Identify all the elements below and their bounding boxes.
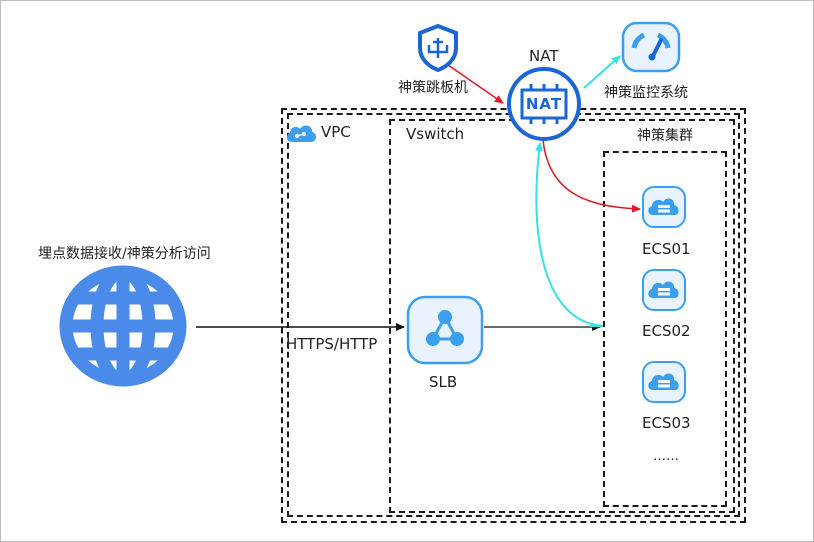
cluster-label: 神策集群 bbox=[637, 128, 693, 144]
ecs01-label: ECS01 bbox=[642, 240, 691, 258]
nat-gateway-icon: NAT bbox=[506, 66, 582, 142]
dashboard-icon bbox=[621, 21, 681, 73]
load-balancer-icon bbox=[406, 295, 484, 365]
nat-label: NAT bbox=[529, 47, 559, 65]
shield-icon bbox=[418, 24, 458, 72]
vswitch-label: Vswitch bbox=[406, 125, 465, 143]
ecs01-server-icon bbox=[642, 186, 686, 228]
vpc-label: VPC bbox=[321, 123, 351, 141]
cluster-to-nat-arrow bbox=[535, 142, 604, 327]
ecs02-server-icon bbox=[642, 269, 686, 311]
ecs03-label: ECS03 bbox=[642, 414, 691, 432]
nat-to-ecs01-arrow bbox=[542, 139, 641, 213]
cluster-container bbox=[603, 151, 727, 507]
cloud-icon bbox=[286, 125, 317, 142]
more-nodes-ellipsis: …… bbox=[653, 449, 679, 464]
protocol-label: HTTPS/HTTP bbox=[286, 335, 378, 353]
globe-icon bbox=[59, 265, 187, 387]
client-label: 埋点数据接收/神策分析访问 bbox=[38, 246, 211, 262]
nat-to-monitor-arrow bbox=[583, 55, 621, 89]
nat-badge-text: NAT bbox=[525, 95, 563, 113]
ecs03-server-icon bbox=[642, 361, 686, 403]
slb-label: SLB bbox=[429, 373, 458, 391]
ecs02-label: ECS02 bbox=[642, 322, 691, 340]
monitor-label: 神策监控系统 bbox=[604, 85, 688, 101]
jump-host-label: 神策跳板机 bbox=[398, 80, 468, 96]
